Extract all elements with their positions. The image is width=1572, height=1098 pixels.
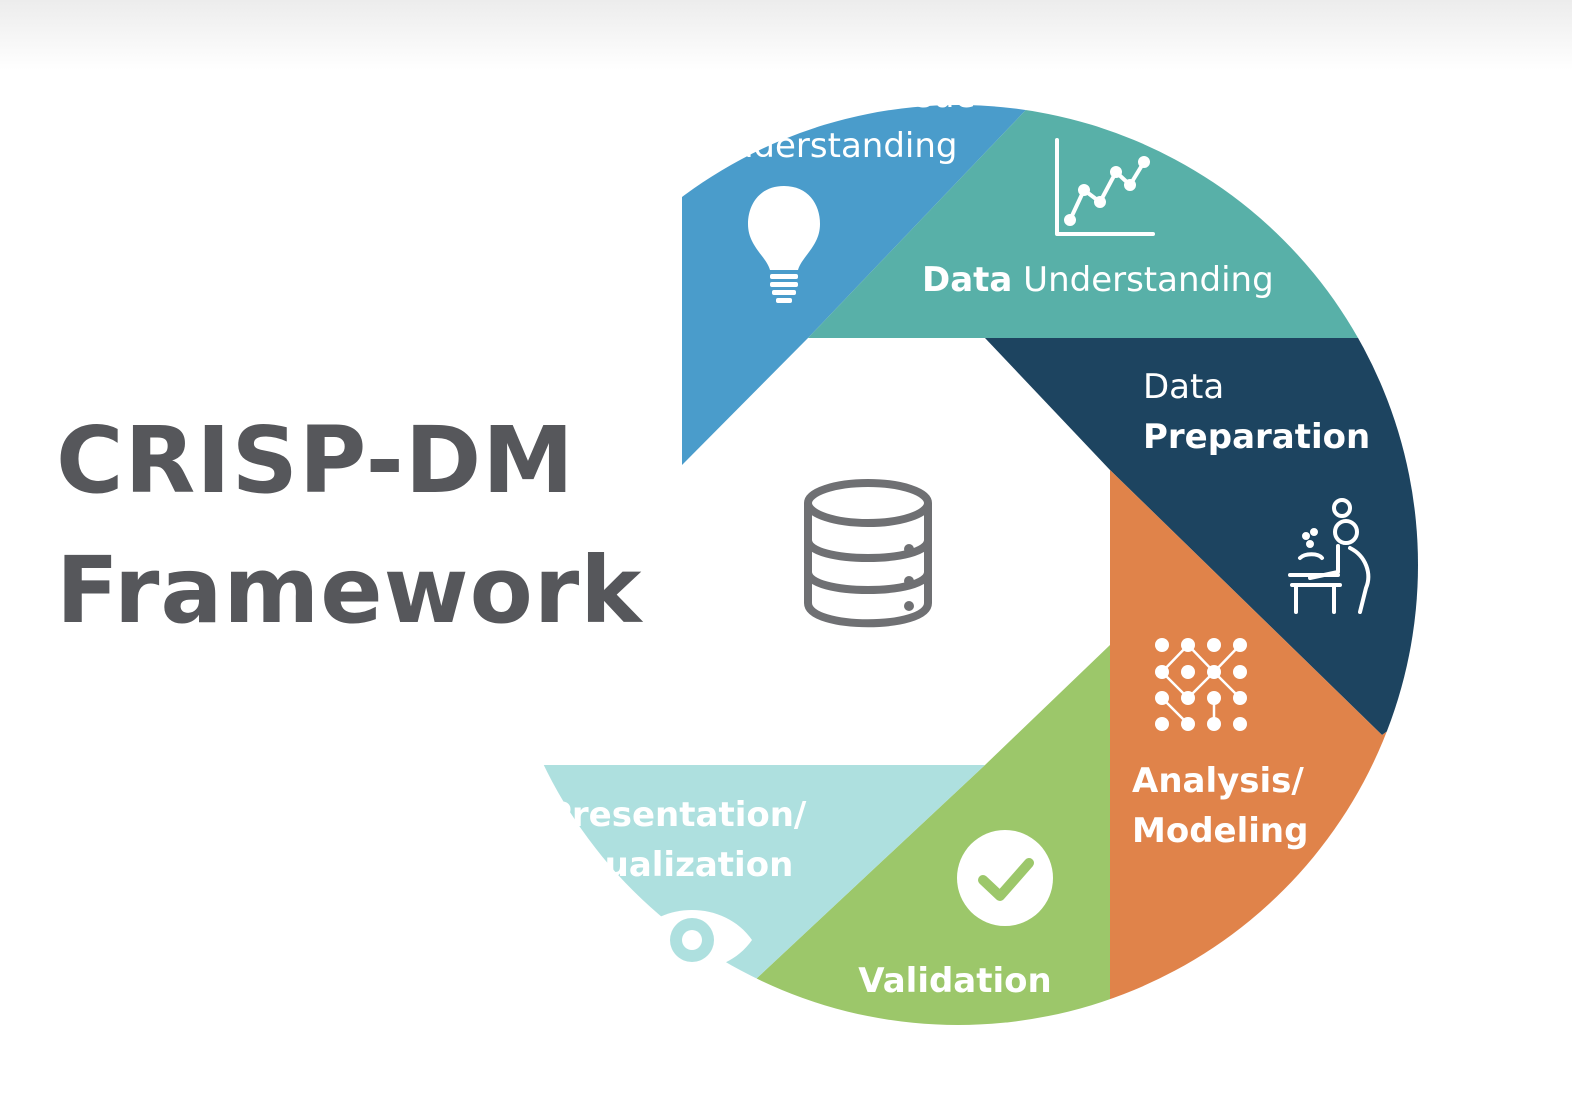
chef-icon <box>1288 498 1371 614</box>
diagram-title: CRISP-DM Framework <box>56 396 642 656</box>
segment-data-preparation <box>985 338 1418 735</box>
data-understanding-label-bold: Data <box>922 260 1012 300</box>
data-understanding-label: Data Understanding <box>922 260 1274 300</box>
title-line-2: Framework <box>56 537 643 644</box>
analysis-label-line2: Modeling <box>1132 811 1308 851</box>
eye-icon <box>632 910 752 970</box>
validation-label: Validation <box>858 961 1051 1001</box>
analysis-label-line1: Analysis/ <box>1132 761 1304 801</box>
business-label-line1: Business Issue <box>707 76 976 116</box>
business-label-bold: Business <box>707 76 877 116</box>
data-understanding-label-regular: Understanding <box>1012 260 1273 300</box>
neural-network-icon <box>1155 638 1247 731</box>
business-label-regular: Issue <box>877 76 976 116</box>
title-line-1: CRISP-DM <box>56 407 575 514</box>
data-preparation-label-line1: Data <box>1143 367 1224 407</box>
database-icon <box>804 479 932 628</box>
line-chart-icon <box>1055 138 1155 236</box>
business-label-line2: Understanding <box>707 126 958 166</box>
segment-business-issue <box>682 105 1150 465</box>
checkmark-icon <box>957 830 1053 926</box>
data-preparation-label-line2: Preparation <box>1143 417 1370 457</box>
presentation-label-line2: Visualization <box>547 845 793 885</box>
lightbulb-icon <box>748 186 820 303</box>
presentation-label-line1: Presentation/ <box>547 795 807 835</box>
